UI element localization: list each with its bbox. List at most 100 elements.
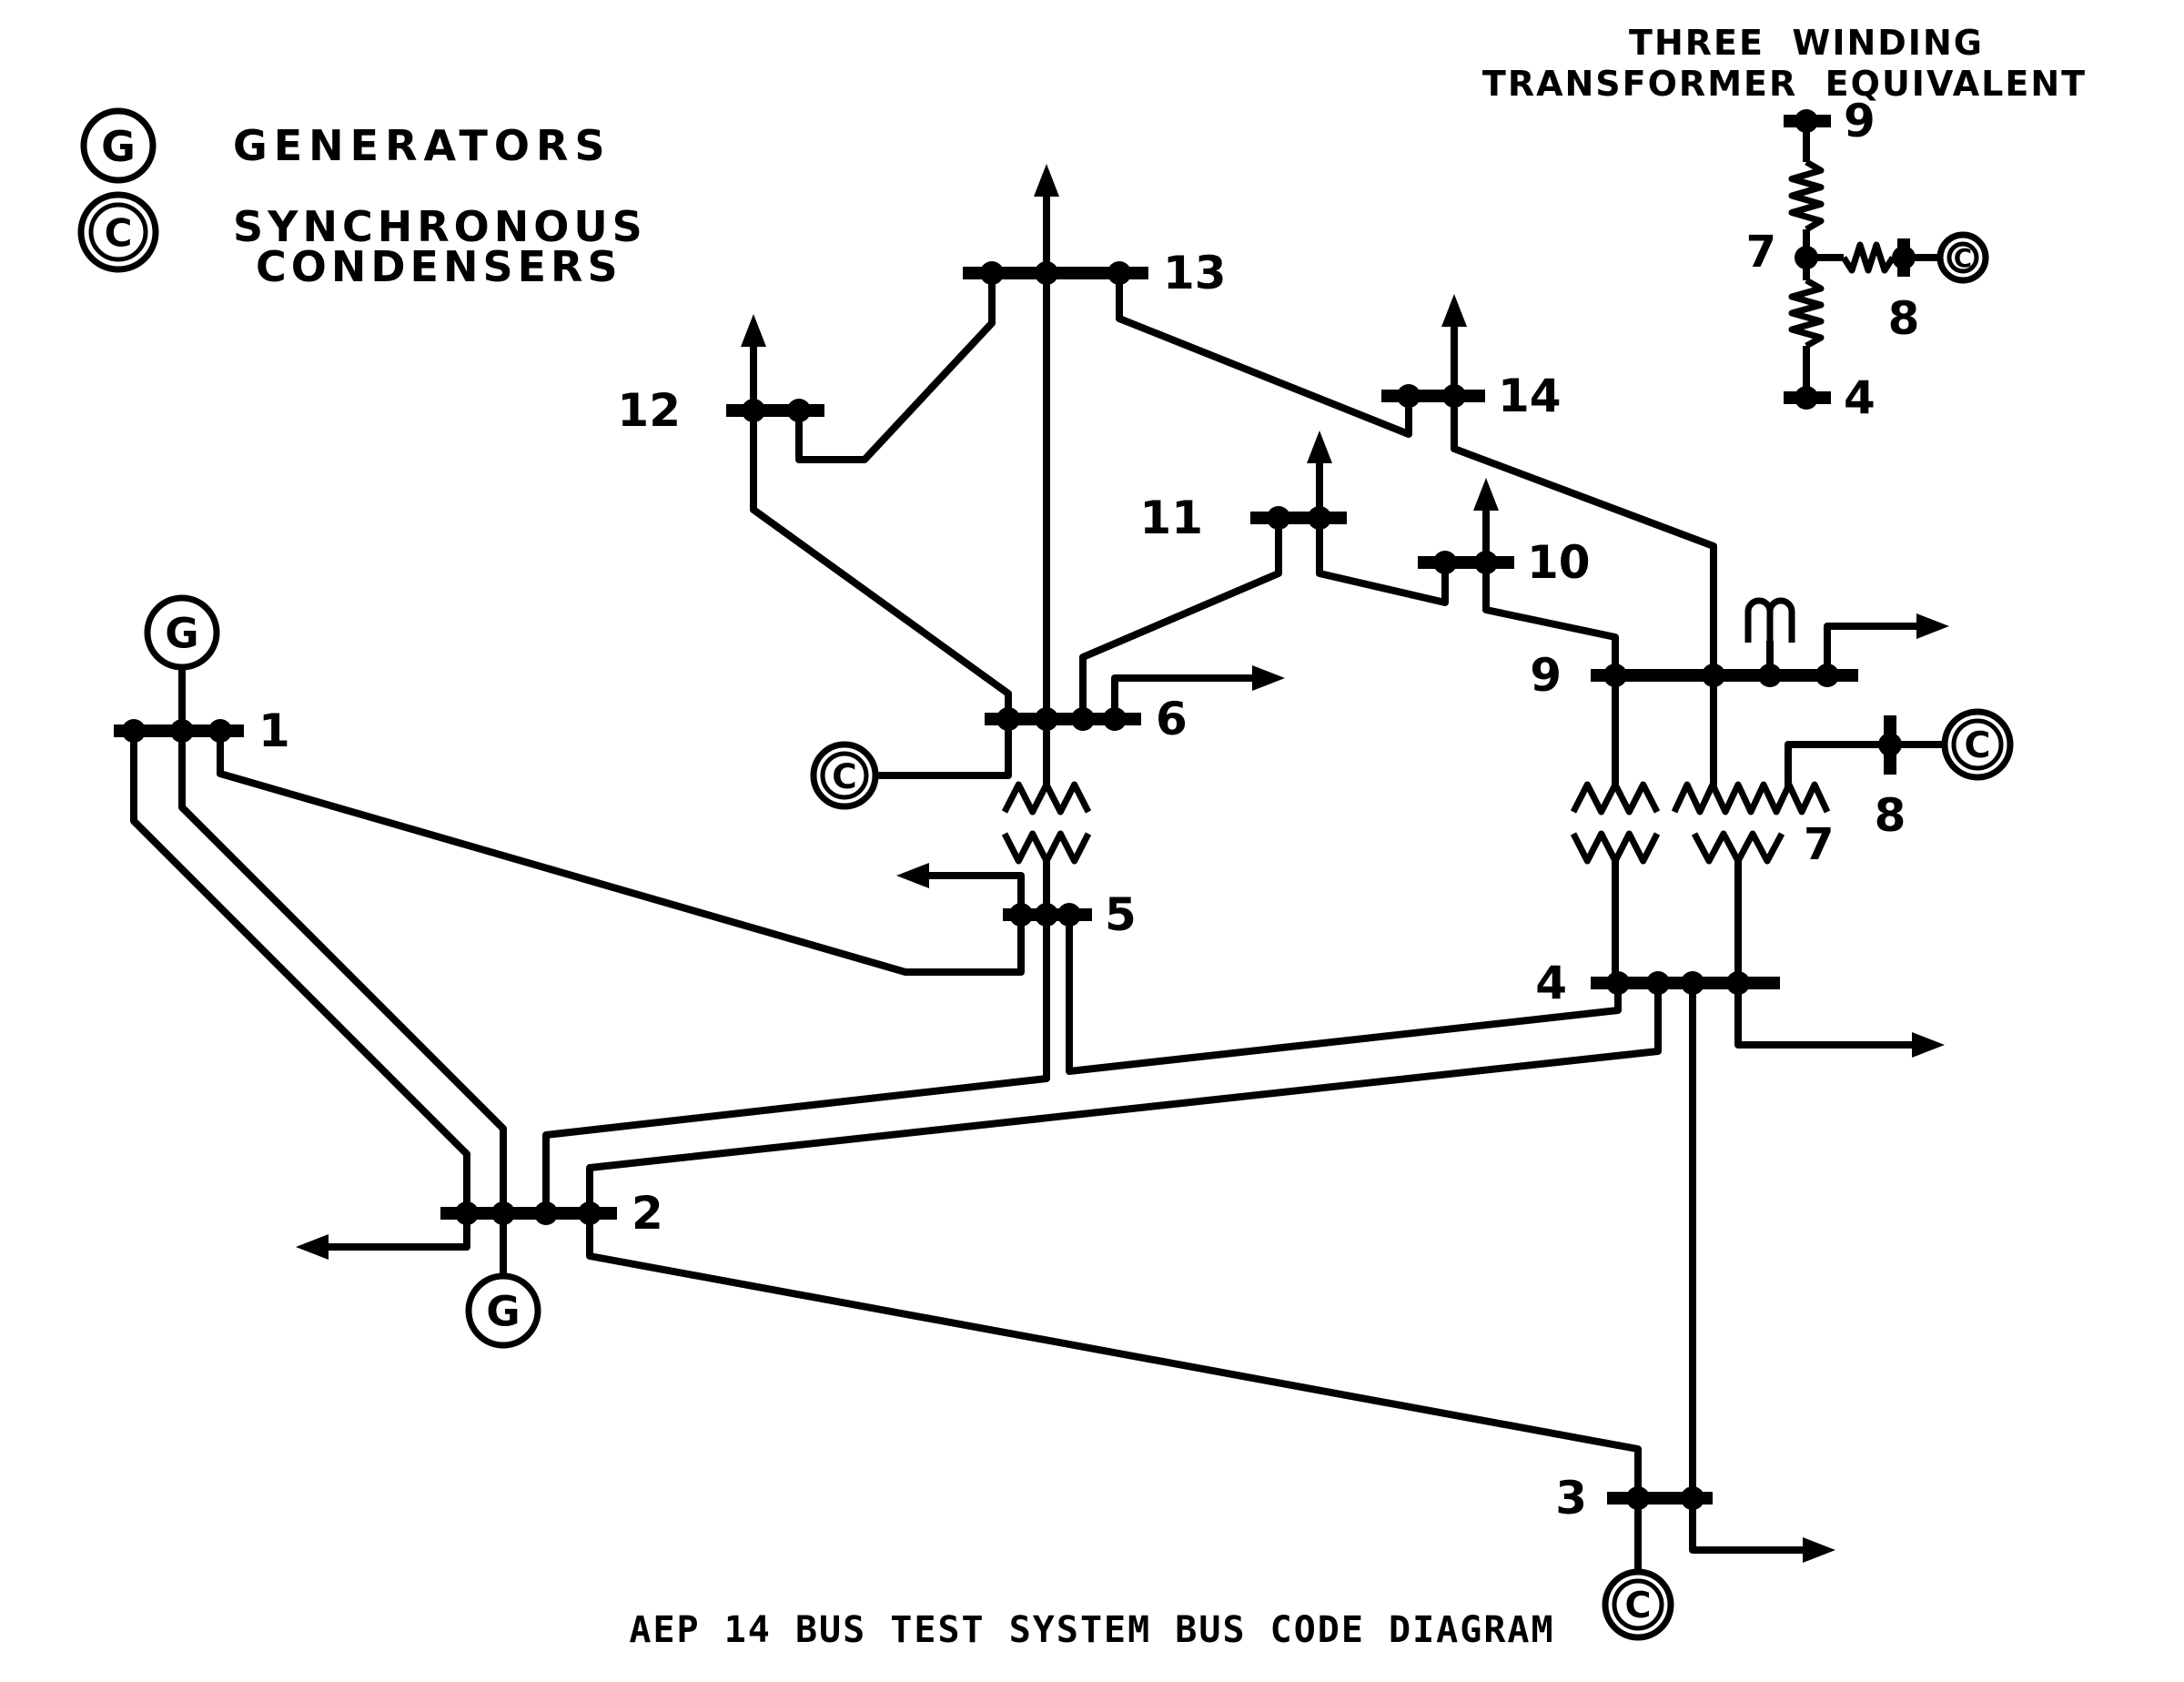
junction-dot <box>491 1201 515 1225</box>
line-1-2-b <box>178 731 507 1213</box>
line-9-14 <box>1451 396 1717 675</box>
xfmr-4-9-secondary <box>1570 830 1661 865</box>
load-arrow-bus5 <box>896 863 1025 915</box>
arrowhead-icon <box>741 314 766 347</box>
xfmr-4-9-primary <box>1570 781 1661 816</box>
xfmr-5-6-secondary <box>1001 830 1092 865</box>
condenser-inner-ring <box>1946 241 1979 274</box>
inset-resistor-7-4 <box>1788 277 1825 350</box>
xfmr-7-secondary <box>1691 830 1785 865</box>
bus-13 <box>963 261 1148 285</box>
bus-4i <box>1784 386 1831 410</box>
legend-generators-label: GENERATORS <box>233 121 612 170</box>
condenser-icon <box>1936 231 1989 284</box>
node-label-7-main: 7 <box>1804 819 1834 870</box>
load-arrow-bus6 <box>1111 665 1285 719</box>
junction-dot <box>1308 506 1331 530</box>
arrowhead-icon <box>296 1234 329 1260</box>
junction-dot <box>1057 903 1081 927</box>
condenser-inner-ring <box>820 751 869 800</box>
condenser-inner-ring <box>1612 1578 1664 1631</box>
bus-11 <box>1250 506 1347 530</box>
load-arrow-bus14 <box>1441 294 1467 396</box>
junction-dot <box>1795 386 1818 410</box>
condenser-inset-letter: C <box>1954 244 1972 273</box>
bus-9i <box>1784 109 1831 133</box>
junction-dot <box>170 719 194 743</box>
capacitor-icon <box>1744 597 1795 643</box>
junction-dot <box>980 261 1004 285</box>
inset-title-line2: TRANSFORMER EQUIVALENT <box>1482 64 2087 104</box>
load-arrow-bus11 <box>1307 431 1332 518</box>
condenser-bus8-letter: C <box>1964 724 1990 766</box>
bus-2 <box>440 1201 617 1225</box>
junction-dot <box>1397 384 1421 408</box>
arrowhead-icon <box>1803 1537 1835 1563</box>
junction-dot <box>1726 971 1750 995</box>
diagram-caption: AEP 14 BUS TEST SYSTEM BUS CODE DIAGRAM <box>629 1609 1555 1651</box>
arrowhead-icon <box>1252 665 1285 691</box>
bus-14 <box>1381 384 1485 408</box>
bus-label-10: 10 <box>1527 536 1591 589</box>
line-2-4 <box>586 983 1662 1213</box>
junction-dot <box>1035 707 1058 731</box>
load-arrow-bus3-line <box>1689 1498 1803 1554</box>
condenser-bus3 <box>1602 1568 1674 1641</box>
arrowhead-icon <box>1034 164 1059 197</box>
inset-node-label-7: 7 <box>1746 227 1776 278</box>
line-6-12 <box>750 410 1012 719</box>
xfmr-5-6-primary <box>1001 781 1092 816</box>
junction-dot <box>1646 971 1670 995</box>
junction-dot <box>1442 384 1466 408</box>
legend-condenser-letter: C <box>105 211 133 256</box>
arrowhead-icon <box>1912 1032 1945 1058</box>
condenser-icon <box>810 741 879 810</box>
bus-8 <box>1878 715 1902 775</box>
bus6-condenser-lead <box>875 719 1012 779</box>
bus-3 <box>1607 1486 1713 1510</box>
bus-10 <box>1418 551 1514 574</box>
xfmr-7-8-lead <box>1785 741 1944 788</box>
generator-bus2-letter: G <box>486 1288 520 1336</box>
load-arrow-bus4 <box>1734 983 1945 1058</box>
line-4-5 <box>1066 915 1622 1075</box>
junction-dot <box>1474 551 1498 574</box>
bus-label-6: 6 <box>1156 693 1188 745</box>
bus-label-13: 13 <box>1163 247 1227 299</box>
arrowhead-icon <box>1307 431 1332 463</box>
generator-bus1 <box>144 594 220 671</box>
legend-generator-letter: G <box>101 122 136 171</box>
load-arrow-bus2 <box>296 1213 470 1260</box>
inset-resistor-7-8 <box>1841 241 1896 274</box>
xfmr-7-primary <box>1671 781 1831 816</box>
junction-dot <box>1433 551 1457 574</box>
junction-dot <box>1103 707 1127 731</box>
bus-12 <box>726 399 824 422</box>
line-12-13 <box>795 273 996 463</box>
legend-condenser-icon <box>77 191 159 273</box>
legend-condenser-inner-ring <box>88 202 148 262</box>
bus-6 <box>985 707 1141 731</box>
bus-label-12: 12 <box>617 384 681 437</box>
legend-condensers-label: CONDENSERS <box>256 242 622 291</box>
load-arrow-bus4-line <box>1734 983 1912 1049</box>
bus-8i <box>1892 238 1916 277</box>
generator-bus1-letter: G <box>165 610 198 658</box>
line-13-14 <box>1116 273 1412 438</box>
junction-dot <box>1878 733 1902 756</box>
line-6-11 <box>1079 518 1282 719</box>
junction-dot <box>1702 664 1725 687</box>
junction-dot <box>578 1201 602 1225</box>
junction-dot <box>1626 1486 1650 1510</box>
junction-dot <box>1795 109 1818 133</box>
junction-dot <box>996 707 1020 731</box>
line-2-3 <box>586 1213 1642 1498</box>
condenser-bus3-letter: C <box>1624 1585 1651 1626</box>
junction-dot <box>1035 261 1058 285</box>
generator-icon <box>144 594 220 671</box>
junction-dot <box>1071 707 1095 731</box>
bus-label-9: 9 <box>1530 649 1562 702</box>
load-arrow-bus5-line <box>929 872 1025 915</box>
arrowhead-icon <box>1916 613 1949 639</box>
